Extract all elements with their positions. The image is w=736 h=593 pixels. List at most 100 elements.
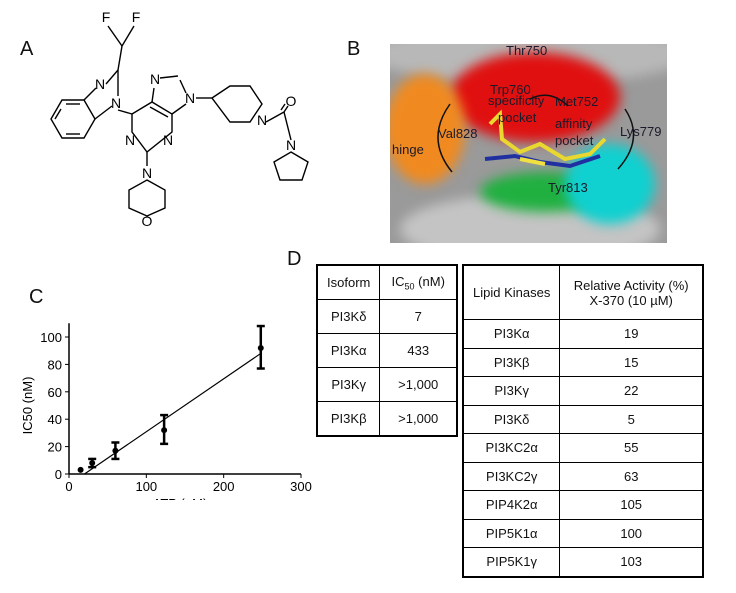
value-cell: 105 [559,490,704,520]
data-point [112,447,119,454]
value-cell: 7 [379,299,458,334]
residue-lys779: Lys779 [620,124,662,139]
kinase-cell: PI3KC2γ [462,461,561,491]
kinase-cell: PI3KC2α [462,433,561,463]
residue-trp760: Trp760 [490,82,531,97]
x-axis-label: ATP (µM) [153,496,208,500]
panel-label-a: A [20,38,34,60]
affinity-label: affinity [555,116,593,131]
value-cell: >1,000 [379,367,458,402]
y-tick-label: 100 [40,330,62,345]
panel-label-d: D [287,248,302,270]
value-cell: 100 [559,518,704,548]
kinase-cell: PI3Kα [316,333,381,368]
data-point [161,427,168,434]
fit-line [84,352,262,475]
y-tick-label: 20 [48,440,62,455]
header-isoform: Isoform [316,264,381,300]
data-point [89,460,96,467]
atom-n: N [163,132,173,148]
atom-f1: F [102,9,111,25]
value-cell: 55 [559,433,704,463]
header-lipid-kinases: Lipid Kinases [462,264,561,320]
pocket-label: pocket [498,110,537,125]
table-header-row: Lipid Kinases Relative Activity (%)X-370… [462,264,704,320]
chemical-structure: F F N N N N N N N N O N O [50,9,309,229]
residue-thr750: Thr750 [506,44,548,58]
panel-label-c: C [29,286,44,308]
atom-n: N [257,112,267,128]
value-cell: 15 [559,347,704,377]
atom-n: N [125,132,135,148]
value-cell: 22 [559,376,704,406]
kinase-cell: PI3Kβ [462,347,561,377]
residue-tyr813: Tyr813 [548,180,588,195]
atom-n: N [185,90,195,106]
hinge-label: hinge [392,142,424,157]
orange-region [390,74,465,184]
kinase-cell: PI3Kδ [316,299,381,334]
atom-n: N [286,137,296,153]
residue-met752: Met752 [555,94,599,109]
value-cell: 19 [559,319,704,349]
kinase-cell: PI3Kβ [316,401,381,437]
atom-n: N [111,95,121,111]
table-row: PI3Kγ>1,000 [316,367,458,402]
header-ic-unit: (nM) [414,273,445,289]
data-point [77,466,84,473]
lipid-kinase-table: Lipid Kinases Relative Activity (%)X-370… [462,264,704,578]
panel-label-b: B [347,38,361,60]
atom-f2: F [132,9,141,25]
table-header-row: Isoform IC50 (nM) [316,264,458,300]
kinase-cell: PI3Kδ [462,404,561,434]
atom-n: N [150,71,160,87]
table-row: PI3Kβ>1,000 [316,401,458,437]
value-cell: 63 [559,461,704,491]
y-tick-label: 0 [55,467,62,482]
header-ic-text: IC [391,273,405,289]
kinase-cell: PIP5K1γ [462,547,561,577]
header-relative-activity: Relative Activity (%)X-370 (10 µM) [559,264,704,320]
residue-val828: Val828 [438,126,478,141]
atom-o: O [142,213,153,229]
header-ic50: IC50 (nM) [379,264,458,300]
header-line1: Relative Activity (%) [573,277,689,293]
ligand-sticks [437,94,635,173]
x-tick-label: 200 [213,479,235,494]
pocket-label: pocket [555,133,594,148]
value-cell: 103 [559,547,704,577]
atom-n: N [142,165,152,181]
header-line2: X-370 (10 µM) [589,292,673,308]
header-ic-sub: 50 [404,281,415,292]
y-axis-label: IC50 (nM) [20,377,35,435]
x-tick-label: 0 [65,479,72,494]
x-tick-label: 100 [135,479,157,494]
data-point [257,344,264,351]
value-cell: >1,000 [379,401,458,437]
kinase-cell: PIP4K2α [462,490,561,520]
specificity-label: specificity [488,93,545,108]
y-tick-label: 40 [48,412,62,427]
y-tick-label: 80 [48,357,62,372]
docking-image: Thr750 Trp760 specificity Met752 pocket … [390,44,667,243]
kinase-cell: PI3Kγ [462,376,561,406]
atom-n: N [95,76,105,92]
ic50-vs-atp-chart: 0 100 200 300 0 20 40 60 80 100ATP (µM) IC50 (nM) [20,323,312,500]
value-cell: 5 [559,404,704,434]
kinase-cell: PIP5K1α [462,518,561,548]
value-cell: 433 [379,333,458,368]
y-tick-label: 60 [48,385,62,400]
atom-o: O [286,93,297,109]
x-tick-label: 300 [290,479,312,494]
